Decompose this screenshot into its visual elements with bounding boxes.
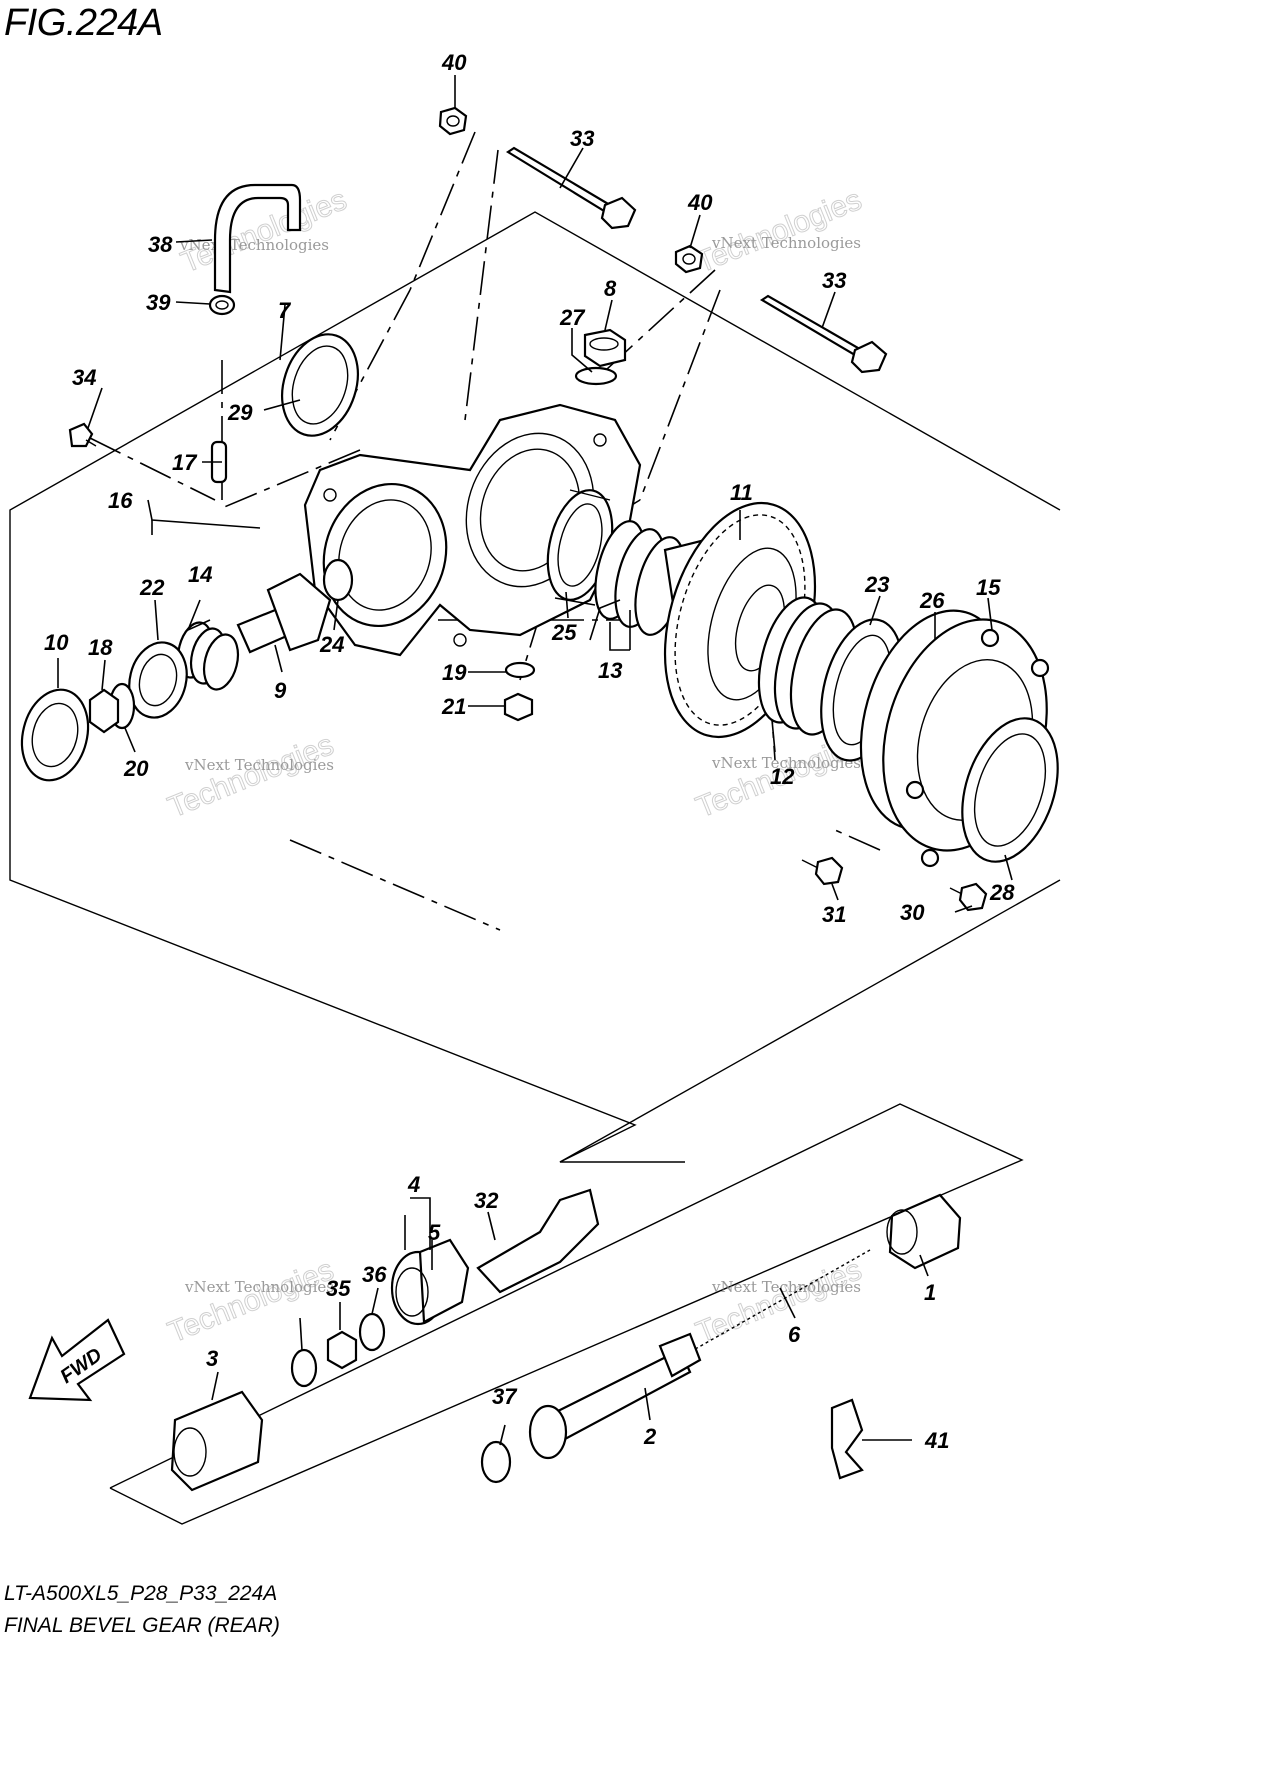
watermark-text-6a: vNext Technologies bbox=[711, 1278, 861, 1296]
part-2-shaft bbox=[528, 1332, 702, 1460]
callout-2: 2 bbox=[643, 1424, 657, 1449]
callout-40: 40 bbox=[441, 50, 467, 75]
callout-27: 27 bbox=[559, 305, 586, 330]
callout-37: 37 bbox=[492, 1384, 518, 1409]
upper-assembly-boundary bbox=[9, 211, 1061, 1163]
callout-14: 14 bbox=[188, 562, 212, 587]
callout-26: 26 bbox=[919, 588, 945, 613]
lower-assembly-boundary bbox=[109, 1103, 1024, 1525]
callout-25: 25 bbox=[551, 620, 577, 645]
callout-8: 8 bbox=[604, 276, 617, 301]
callout-23: 23 bbox=[864, 572, 889, 597]
part-24-bearing bbox=[322, 558, 354, 602]
watermark-text-2b: Technologies bbox=[691, 183, 866, 279]
callout-9: 9 bbox=[274, 678, 287, 703]
callout-33: 33 bbox=[570, 126, 594, 151]
part-28-oil-seal bbox=[961, 717, 1059, 863]
part-6-spring bbox=[689, 1249, 871, 1353]
watermark-text-1a: vNext Technologies bbox=[179, 236, 329, 254]
part-30-bolt bbox=[949, 882, 988, 912]
callout-15: 15 bbox=[976, 575, 1001, 600]
callout-32: 32 bbox=[474, 1188, 499, 1213]
part-37-o-ring bbox=[480, 1440, 512, 1484]
callout-40b: 40 bbox=[687, 190, 713, 215]
figure-caption: FINAL BEVEL GEAR (REAR) bbox=[4, 1614, 280, 1637]
callout-12: 12 bbox=[770, 764, 795, 789]
callout-11: 11 bbox=[730, 480, 753, 505]
callout-38: 38 bbox=[148, 232, 173, 257]
part-19-washer bbox=[504, 661, 536, 679]
callout-18: 18 bbox=[88, 635, 113, 660]
part-33-stud-bolt-upper bbox=[505, 146, 637, 230]
fwd-arrow-icon: FWD bbox=[28, 1318, 126, 1402]
part-27-gasket bbox=[574, 366, 618, 386]
callout-29: 29 bbox=[227, 400, 253, 425]
callout-36: 36 bbox=[362, 1262, 387, 1287]
leader-lines bbox=[57, 75, 1013, 1446]
part-31-bolt bbox=[801, 856, 844, 886]
callout-35: 35 bbox=[326, 1276, 351, 1301]
callout-5: 5 bbox=[428, 1220, 441, 1245]
part-39-clamp bbox=[208, 294, 236, 316]
part-35-nut bbox=[326, 1330, 358, 1370]
part-22-bearing bbox=[128, 641, 188, 719]
callout-22: 22 bbox=[139, 575, 165, 600]
part-40-nut-upper bbox=[438, 106, 468, 136]
callout-33b: 33 bbox=[822, 268, 846, 293]
part-34-bolt bbox=[68, 422, 97, 448]
watermark-text-3b: Technologies bbox=[163, 728, 338, 824]
callout-labels: 40 33 40 33 8 27 7 29 34 38 39 17 16 11 … bbox=[44, 50, 1015, 1453]
callout-28: 28 bbox=[989, 880, 1015, 905]
figure-title: FIG.224A bbox=[4, 2, 163, 44]
part-42-o-ring bbox=[290, 1348, 318, 1388]
callout-20: 20 bbox=[123, 756, 149, 781]
callout-24: 24 bbox=[319, 632, 344, 657]
part-5-coupling-sleeve bbox=[390, 1238, 470, 1326]
part-36-washer bbox=[358, 1312, 386, 1352]
watermark-text-4a: vNext Technologies bbox=[711, 754, 861, 772]
callout-3: 3 bbox=[206, 1346, 218, 1371]
callout-10: 10 bbox=[44, 630, 69, 655]
part-32-shaft bbox=[476, 1188, 600, 1294]
model-code: LT-A500XL5_P28_P33_224A bbox=[4, 1582, 278, 1605]
part-33-stud-bolt-right bbox=[759, 294, 888, 374]
part-18-nut bbox=[88, 688, 120, 734]
part-3-joint bbox=[170, 1390, 264, 1492]
callout-7: 7 bbox=[278, 298, 292, 323]
part-21-nut bbox=[503, 692, 534, 722]
watermark-text-5a: vNext Technologies bbox=[184, 1278, 334, 1296]
callout-1: 1 bbox=[924, 1280, 936, 1305]
watermark-text-3a: vNext Technologies bbox=[184, 756, 334, 774]
callout-6: 6 bbox=[788, 1322, 801, 1347]
callout-17: 17 bbox=[172, 450, 198, 475]
part-29-oil-seal bbox=[281, 333, 359, 437]
callout-30: 30 bbox=[900, 900, 925, 925]
callout-19: 19 bbox=[442, 660, 467, 685]
part-9-drive-pinion bbox=[236, 572, 332, 654]
callout-16: 16 bbox=[108, 488, 133, 513]
part-10-coupling bbox=[20, 688, 90, 782]
callout-34: 34 bbox=[72, 365, 96, 390]
callout-31: 31 bbox=[822, 902, 846, 927]
part-1-sleeve bbox=[886, 1193, 962, 1270]
watermark-group: Technologies vNext Technologies Technolo… bbox=[163, 183, 867, 1350]
callout-13: 13 bbox=[598, 658, 622, 683]
callout-4: 4 bbox=[407, 1172, 420, 1197]
part-38-breather-hose bbox=[213, 183, 302, 294]
watermark-text-5b: Technologies bbox=[163, 1253, 338, 1349]
callout-21: 21 bbox=[441, 694, 466, 719]
callout-39: 39 bbox=[146, 290, 171, 315]
part-8-oil-plug bbox=[583, 328, 627, 368]
watermark-text-2a: vNext Technologies bbox=[711, 234, 861, 252]
part-41-clip bbox=[830, 1398, 864, 1480]
callout-41: 41 bbox=[924, 1428, 949, 1453]
